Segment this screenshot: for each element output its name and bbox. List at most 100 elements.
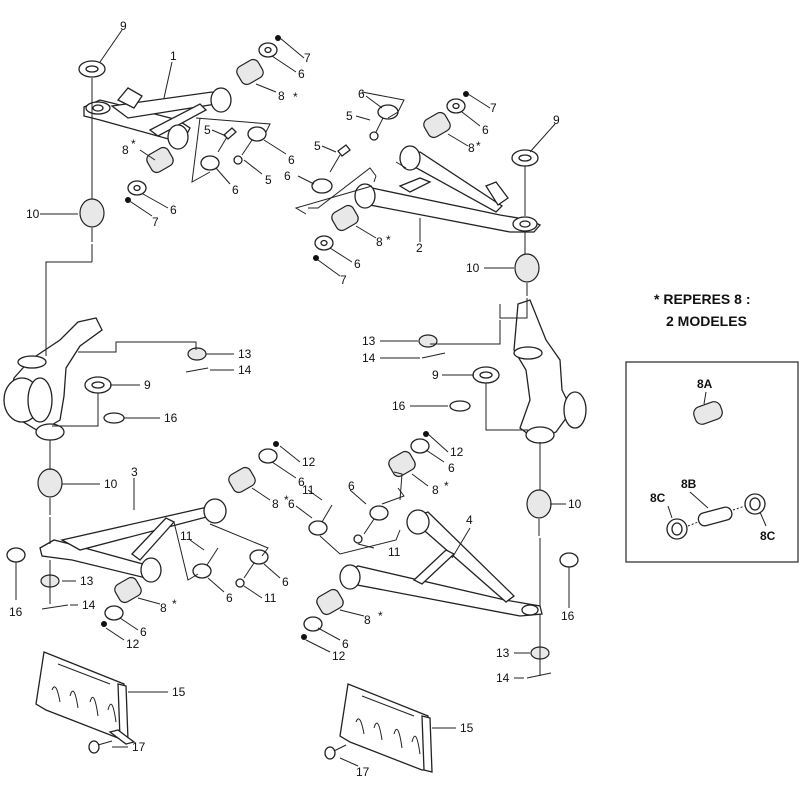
callout-11: 11 bbox=[180, 529, 193, 543]
callout-8: 8 bbox=[468, 141, 475, 155]
callout-11: 11 bbox=[264, 591, 277, 605]
callout-2: 2 bbox=[416, 241, 423, 255]
bushing-note: * REPERES 8 : 2 MODELES bbox=[654, 291, 750, 329]
callout-12: 12 bbox=[126, 637, 140, 651]
callout-11: 11 bbox=[302, 483, 315, 497]
model-markers: * * * * * * * * bbox=[131, 90, 481, 623]
asterisk-marker: * bbox=[378, 609, 383, 623]
ball-joint-lower-left bbox=[37, 468, 63, 515]
upper-right-hardware bbox=[313, 91, 469, 261]
skid-plate-right bbox=[339, 683, 433, 773]
lower-left-a-arm bbox=[39, 498, 227, 583]
callout-14: 14 bbox=[362, 351, 376, 365]
callout-6: 6 bbox=[482, 123, 489, 137]
callout-8: 8 bbox=[272, 497, 279, 511]
callout-6: 6 bbox=[348, 479, 355, 493]
callout-6: 6 bbox=[226, 591, 233, 605]
callout-1: 1 bbox=[170, 49, 177, 63]
callout-4: 4 bbox=[466, 513, 473, 527]
callout-8: 8 bbox=[364, 613, 371, 627]
callout-10: 10 bbox=[568, 497, 582, 511]
callout-16: 16 bbox=[561, 609, 575, 623]
inset-label-8a: 8A bbox=[697, 377, 713, 391]
asterisk-marker: * bbox=[293, 90, 298, 104]
callout-12: 12 bbox=[332, 649, 346, 663]
bushing-8c-left bbox=[666, 505, 688, 540]
upper-left-a-arm bbox=[83, 87, 232, 150]
callout-13: 13 bbox=[362, 334, 376, 348]
left-steering-knuckle bbox=[3, 317, 103, 441]
callout-6: 6 bbox=[288, 497, 295, 511]
callout-8: 8 bbox=[432, 483, 439, 497]
lower-left-hardware bbox=[101, 441, 333, 627]
callout-5: 5 bbox=[346, 109, 353, 123]
asterisk-marker: * bbox=[131, 137, 136, 151]
callout-7: 7 bbox=[304, 51, 311, 65]
callout-leaders bbox=[40, 29, 566, 767]
callout-11: 11 bbox=[388, 545, 401, 559]
callout-6: 6 bbox=[354, 257, 361, 271]
callout-6: 6 bbox=[284, 169, 291, 183]
asterisk-marker: * bbox=[476, 139, 481, 153]
callout-7: 7 bbox=[152, 215, 159, 229]
asterisk-marker: * bbox=[172, 597, 177, 611]
inset-label-8c: 8C bbox=[760, 529, 776, 543]
callout-3: 3 bbox=[131, 465, 138, 479]
callout-9: 9 bbox=[432, 368, 439, 382]
inset-label-8b: 8B bbox=[681, 477, 697, 491]
callout-7: 7 bbox=[340, 273, 347, 287]
callout-9: 9 bbox=[120, 19, 127, 33]
callout-13: 13 bbox=[238, 347, 252, 361]
callout-6: 6 bbox=[358, 87, 365, 101]
inset-label-8c: 8C bbox=[650, 491, 666, 505]
ball-joint-upper-left bbox=[79, 198, 105, 242]
right-steering-knuckle bbox=[513, 299, 587, 444]
skid-plate-left bbox=[35, 651, 136, 745]
callout-5: 5 bbox=[204, 123, 211, 137]
callout-16: 16 bbox=[164, 411, 178, 425]
lower-right-a-arm bbox=[339, 509, 543, 617]
callout-16: 16 bbox=[392, 399, 406, 413]
callout-6: 6 bbox=[232, 183, 239, 197]
small-hardware bbox=[6, 60, 579, 679]
callout-9: 9 bbox=[144, 378, 151, 392]
callout-6: 6 bbox=[448, 461, 455, 475]
callout-8: 8 bbox=[160, 601, 167, 615]
callout-10: 10 bbox=[104, 477, 118, 491]
note-line-1: * REPERES 8 : bbox=[654, 291, 750, 307]
callout-17: 17 bbox=[132, 740, 146, 754]
callout-10: 10 bbox=[26, 207, 40, 221]
callout-12: 12 bbox=[450, 445, 464, 459]
callout-6: 6 bbox=[170, 203, 177, 217]
callout-13: 13 bbox=[496, 646, 510, 660]
callout-15: 15 bbox=[172, 685, 186, 699]
callout-12: 12 bbox=[302, 455, 316, 469]
callout-14: 14 bbox=[82, 598, 96, 612]
asterisk-marker: * bbox=[444, 479, 449, 493]
callout-6: 6 bbox=[298, 475, 305, 489]
callout-9: 9 bbox=[553, 113, 560, 127]
bushing-8b bbox=[689, 491, 733, 527]
callout-6: 6 bbox=[298, 67, 305, 81]
callout-5: 5 bbox=[265, 173, 272, 187]
callout-14: 14 bbox=[238, 363, 252, 377]
callout-17: 17 bbox=[356, 765, 370, 779]
callout-8: 8 bbox=[278, 89, 285, 103]
lower-right-hardware bbox=[301, 431, 430, 640]
note-line-2: 2 MODELES bbox=[666, 313, 747, 329]
callout-6: 6 bbox=[288, 153, 295, 167]
ball-joint-upper-right bbox=[514, 253, 540, 296]
callout-5: 5 bbox=[314, 139, 321, 153]
callout-10: 10 bbox=[466, 261, 480, 275]
callouts: 1 2 3 4 5 5 5 5 6 6 6 6 6 6 6 6 6 6 6 6 … bbox=[9, 19, 582, 779]
callout-14: 14 bbox=[496, 671, 510, 685]
callout-6: 6 bbox=[140, 625, 147, 639]
ball-joints bbox=[37, 198, 552, 536]
callout-8: 8 bbox=[122, 143, 129, 157]
callout-6: 6 bbox=[342, 637, 349, 651]
callout-6: 6 bbox=[282, 575, 289, 589]
callout-16: 16 bbox=[9, 605, 23, 619]
upper-right-a-arm bbox=[354, 145, 542, 233]
callout-13: 13 bbox=[80, 574, 94, 588]
